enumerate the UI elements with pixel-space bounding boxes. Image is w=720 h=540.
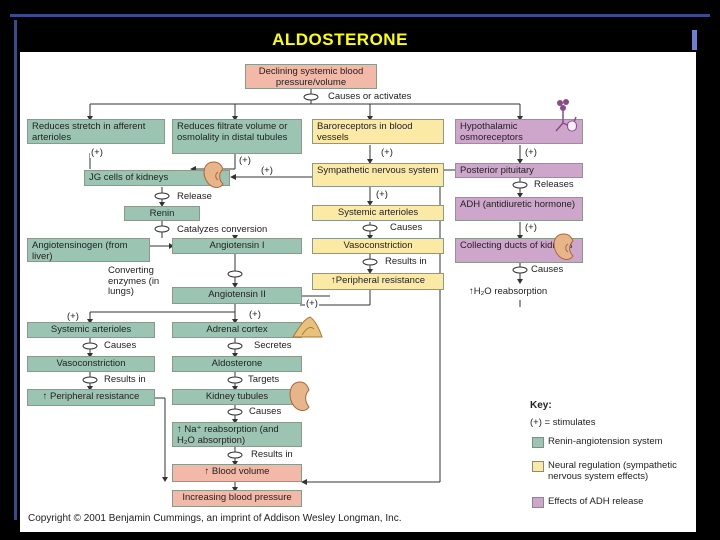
release-label: Release — [176, 191, 213, 202]
h2o-reabsorption-label: ↑H₂O reabsorption — [468, 286, 549, 297]
slide-frame-right — [692, 30, 697, 50]
results-in-label-neural: Results in — [384, 256, 428, 267]
renin-box: Renin — [124, 206, 200, 221]
stimulates-label-4: (+) — [380, 147, 394, 158]
key-stimulates: (+) = stimulates — [530, 417, 596, 428]
declining-bp-box: Declining systemic blood pressure/volume — [245, 64, 377, 89]
results-in-label-left: Results in — [103, 374, 147, 385]
kidney-icon — [289, 381, 310, 411]
hypothalamic-osmoreceptors-box: Hypothalamic osmoreceptors — [455, 119, 583, 144]
stimulates-label-1: (+) — [90, 147, 104, 158]
kidney-icon — [553, 233, 574, 260]
key-swatch-adh — [532, 497, 544, 508]
adrenal-gland-icon — [292, 316, 323, 338]
causes-label-neural-1: Causes — [389, 222, 424, 233]
key-swatch-neural — [532, 461, 544, 472]
peripheral-resistance-neural-box: ↑Peripheral resistance — [312, 273, 444, 290]
blood-volume-box: ↑ Blood volume — [172, 464, 302, 482]
slide-frame-left — [14, 20, 17, 520]
catalyzes-conversion-label: Catalyzes conversion — [176, 224, 269, 235]
stimulates-label-6: (+) — [305, 298, 319, 309]
targets-label: Targets — [247, 374, 281, 385]
increasing-bp-box: Increasing blood pressure — [172, 490, 302, 507]
stimulates-label-2: (+) — [238, 155, 252, 166]
converting-enzymes-label: Converting enzymes (in lungs) — [108, 265, 160, 297]
adh-box: ADH (antidiuretic hormone) — [455, 197, 583, 221]
angiotensin-2-box: Angiotensin II — [172, 287, 302, 304]
copyright-notice: Copyright © 2001 Benjamin Cummings, an i… — [28, 513, 402, 524]
angiotensin-1-box: Angiotensin I — [172, 238, 302, 254]
causes-or-activates-label: Causes or activates — [327, 91, 413, 102]
reduces-stretch-box: Reduces stretch in afferent arterioles — [27, 119, 165, 144]
stimulates-label-8: (+) — [248, 309, 262, 320]
vasoconstriction-box: Vasoconstriction — [27, 356, 155, 372]
systemic-arterioles-neural-box: Systemic arterioles — [312, 205, 444, 221]
stimulates-label-10: (+) — [524, 222, 538, 233]
results-in-label-mid: Results in — [250, 449, 294, 460]
secretes-label: Secretes — [253, 340, 293, 351]
reduces-filtrate-box: Reduces filtrate volume or osmolality in… — [172, 119, 302, 154]
na-reabsorption-box: ↑ Na⁺ reabsorption (and H₂O absorption) — [172, 422, 302, 447]
peripheral-resistance-box: ↑ Peripheral resistance — [27, 389, 155, 406]
stimulates-label-5: (+) — [524, 147, 538, 158]
adrenal-cortex-box: Adrenal cortex — [172, 322, 302, 338]
causes-label-kidney: Causes — [248, 406, 283, 417]
key-title: Key: — [530, 400, 552, 411]
causes-label-adh: Causes — [530, 264, 565, 275]
stimulates-label-3: (+) — [260, 165, 274, 176]
kidney-icon — [203, 161, 224, 188]
aldosterone-box: Aldosterone — [172, 356, 302, 372]
key-neural-regulation: Neural regulation (sympathetic nervous s… — [548, 460, 677, 482]
sympathetic-nervous-system-box: Sympathetic nervous system — [312, 163, 444, 187]
key-adh-effects: Effects of ADH release — [548, 496, 644, 507]
slide-frame-top — [10, 14, 710, 17]
kidney-tubules-box: Kidney tubules — [172, 389, 302, 405]
baroreceptors-box: Baroreceptors in blood vessels — [312, 119, 444, 144]
releases-label: Releases — [533, 179, 575, 190]
systemic-arterioles-box: Systemic arterioles — [27, 322, 155, 338]
vasoconstriction-neural-box: Vasoconstriction — [312, 238, 444, 254]
jg-cells-box: JG cells of kidneys — [84, 170, 230, 186]
angiotensinogen-box: Angiotensinogen (from liver) — [27, 238, 150, 262]
key-renin-system: Renin-angiotension system — [548, 436, 663, 447]
posterior-pituitary-box: Posterior pituitary — [455, 163, 583, 178]
stimulates-label-9: (+) — [375, 189, 389, 200]
stimulates-label-7: (+) — [66, 311, 80, 322]
slide-title: ALDOSTERONE — [272, 30, 408, 49]
causes-label-left: Causes — [103, 340, 138, 351]
neuron-icon — [555, 99, 577, 132]
key-swatch-renin — [532, 437, 544, 448]
